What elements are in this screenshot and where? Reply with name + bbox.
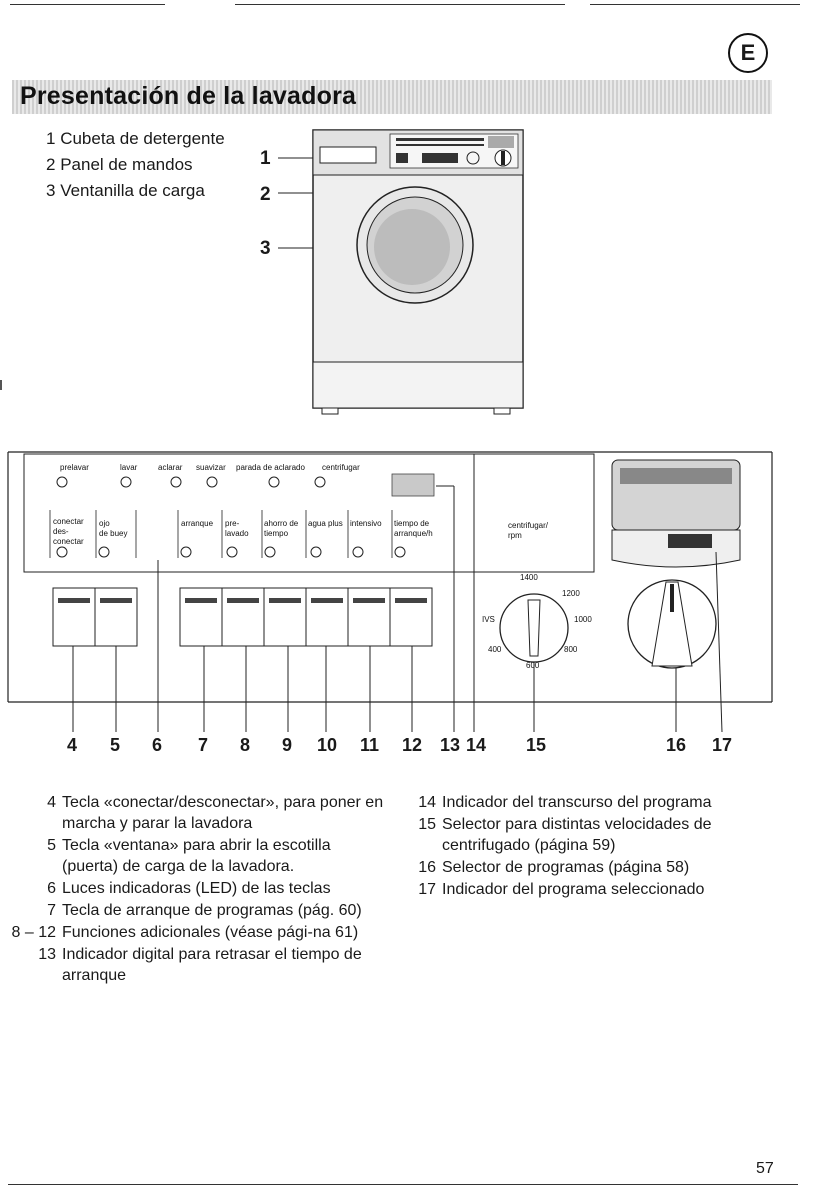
callout-2: 2: [260, 184, 271, 205]
led-label-prelavar: prelavar: [60, 463, 89, 472]
panel-number: 6: [152, 735, 163, 755]
svg-text:de buey: de buey: [99, 529, 127, 538]
dial-mark-400: 400: [488, 645, 502, 654]
washing-machine-illustration: [0, 129, 524, 415]
panel-number: 8: [240, 735, 251, 755]
page-title: Presentación de la lavadora: [20, 82, 357, 110]
key-label-intensive: intensivo: [350, 519, 382, 528]
key-label-prewash: pre-: [225, 519, 240, 528]
panel-number: 15: [526, 735, 547, 755]
panel-number: 17: [712, 735, 733, 755]
spin-label: centrifugar/: [508, 521, 549, 530]
top-rule: [590, 4, 800, 5]
svg-text:rpm: rpm: [508, 531, 522, 540]
key-label-water-plus: agua plus: [308, 519, 343, 528]
svg-text:arranque/h: arranque/h: [394, 529, 433, 538]
panel-number: 11: [360, 735, 380, 755]
panel-number: 12: [402, 735, 423, 755]
panel-number: 7: [198, 735, 209, 755]
panel-number: 13: [440, 735, 461, 755]
panel-number: 4: [67, 735, 78, 755]
callout-1: 1: [260, 148, 271, 169]
key-label-time-saving: ahorro de: [264, 519, 299, 528]
page-number: 57: [756, 1160, 774, 1177]
panel-number: 10: [317, 735, 338, 755]
control-panel-diagram: prelavar lavar aclarar suavizar parada d…: [7, 451, 773, 733]
led-label-centrifugar: centrifugar: [322, 463, 360, 472]
svg-text:conectar: conectar: [53, 537, 84, 546]
dial-mark-1200: 1200: [562, 589, 580, 598]
panel-number: 9: [282, 735, 293, 755]
bottom-rule: [8, 1184, 798, 1185]
part-item: 2 Panel de mandos: [46, 155, 193, 174]
title-band: [12, 80, 772, 114]
led-label-lavar: lavar: [120, 463, 138, 472]
language-badge: E: [728, 33, 768, 73]
key-label-start: arranque: [181, 519, 214, 528]
key-label-door: ojo: [99, 519, 110, 528]
panel-number: 5: [110, 735, 121, 755]
svg-text:tiempo: tiempo: [264, 529, 289, 538]
dial-mark-ivs: IVS: [482, 615, 495, 624]
led-label-aclarar: aclarar: [158, 463, 183, 472]
key-label-power: conectar: [53, 517, 84, 526]
top-rule: [235, 4, 565, 5]
dial-mark-800: 800: [564, 645, 578, 654]
dial-mark-1400: 1400: [520, 573, 538, 582]
panel-number: 16: [666, 735, 687, 755]
part-item: 3 Ventanilla de carga: [46, 181, 205, 200]
svg-text:lavado: lavado: [225, 529, 249, 538]
parts-list: 1 Cubeta de detergente 2 Panel de mandos…: [46, 126, 225, 204]
led-label-parada: parada de aclarado: [236, 463, 305, 472]
top-rule: [10, 4, 165, 5]
panel-number: 14: [466, 735, 487, 755]
svg-text:des-: des-: [53, 527, 69, 536]
part-item: 1 Cubeta de detergente: [46, 129, 225, 148]
key-label-delay: tiempo de: [394, 519, 430, 528]
led-label-suavizar: suavizar: [196, 463, 226, 472]
dial-mark-600: 600: [526, 661, 540, 670]
callout-3: 3: [260, 238, 271, 259]
dial-mark-1000: 1000: [574, 615, 592, 624]
